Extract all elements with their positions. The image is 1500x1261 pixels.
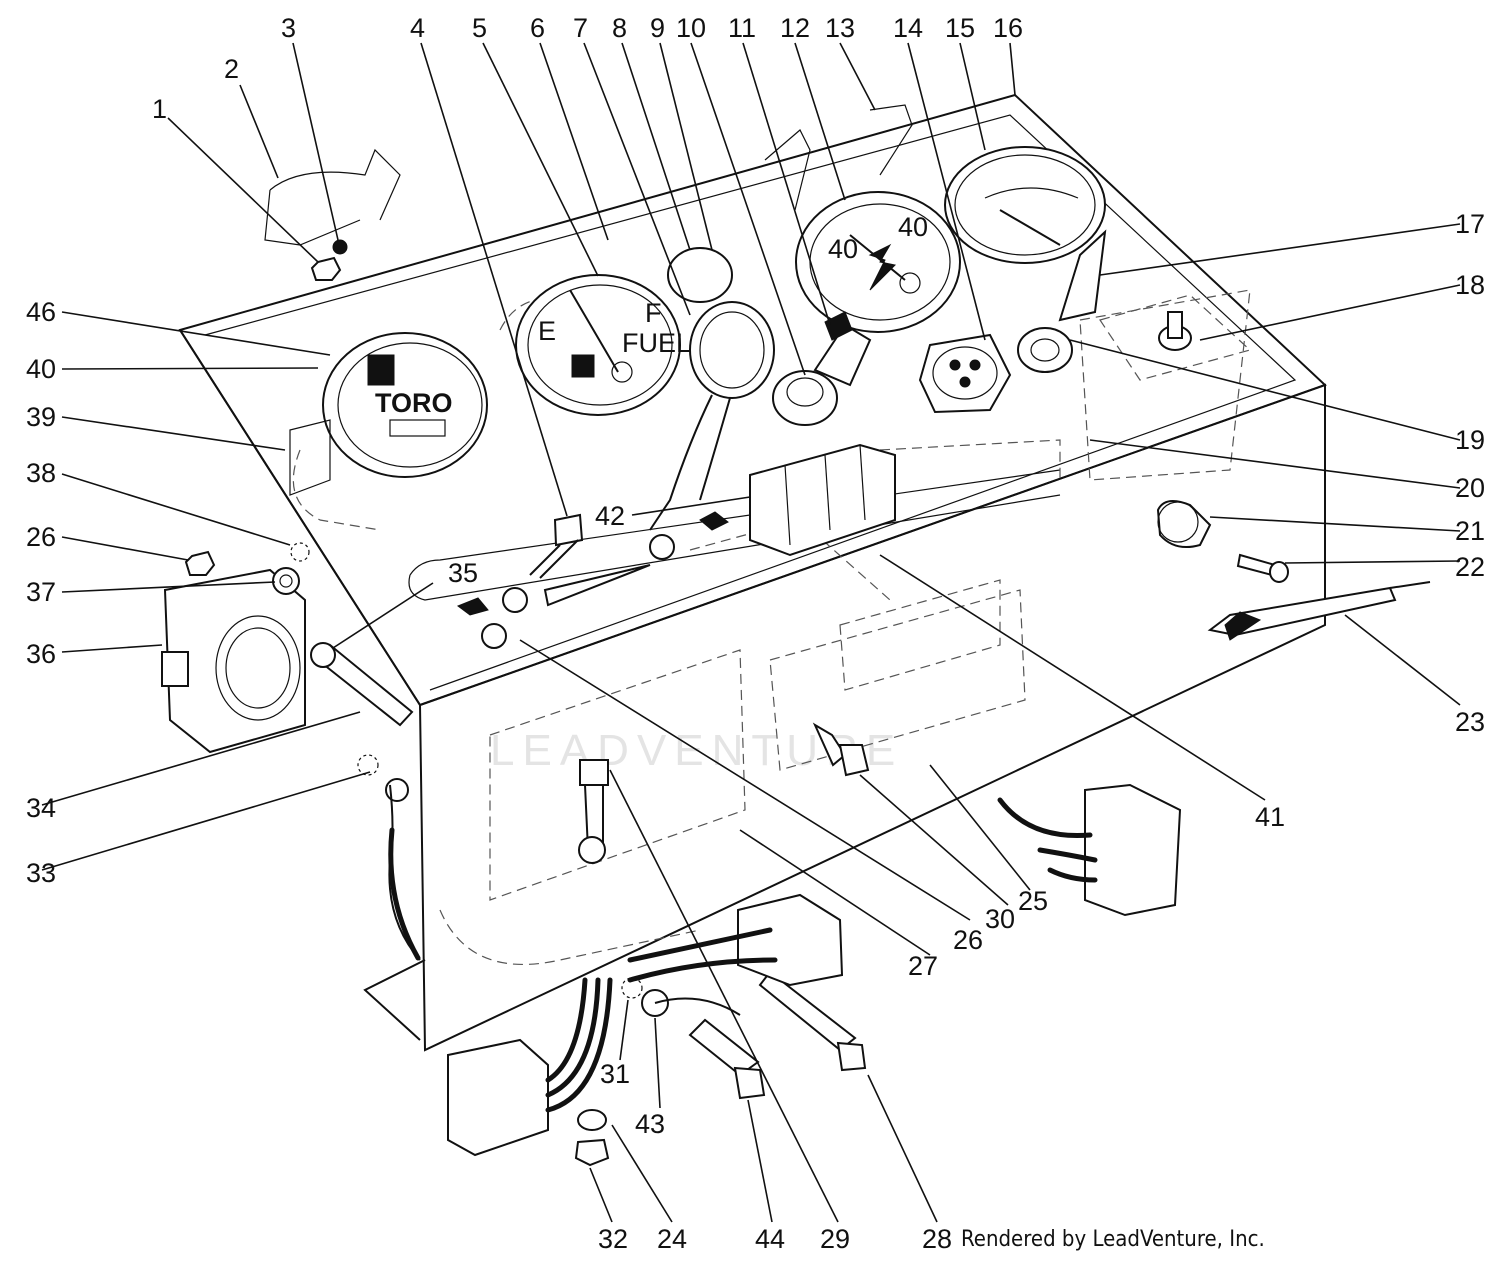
- callout-5: 5: [472, 13, 487, 43]
- callout-28: 28: [922, 1224, 952, 1254]
- callout-31: 31: [600, 1059, 630, 1089]
- ignition-switch: [772, 311, 872, 426]
- callout-9: 9: [650, 13, 665, 43]
- callout-42: 42: [595, 501, 625, 531]
- callout-36: 36: [26, 639, 56, 669]
- callout-13: 13: [825, 13, 855, 43]
- callout-12: 12: [780, 13, 810, 43]
- callout-labels: 1 2 3 4 5 6 7 8 9 10 11 12 13 14 15 16 1…: [26, 13, 1485, 1254]
- hour-meter-brand: TORO: [375, 388, 453, 418]
- callout-27: 27: [908, 951, 938, 981]
- callout-3: 3: [281, 13, 296, 43]
- bolts: [529, 513, 1289, 1100]
- hour-meter-gauge: TORO: [289, 332, 488, 496]
- callout-18: 18: [1455, 270, 1485, 300]
- relay-block: [749, 443, 896, 557]
- callout-1: 1: [152, 94, 167, 124]
- callout-16: 16: [993, 13, 1023, 43]
- fuel-full-mark: F: [645, 298, 662, 328]
- alarm-buzzer: [161, 568, 306, 754]
- temperature-gauge: [944, 146, 1106, 264]
- callout-11: 11: [728, 13, 756, 43]
- callout-30: 30: [985, 904, 1015, 934]
- fuel-empty-mark: E: [538, 316, 556, 346]
- callout-4: 4: [410, 13, 425, 43]
- leader-lines: [41, 42, 1461, 1223]
- callout-25: 25: [1018, 886, 1048, 916]
- callout-38: 38: [26, 458, 56, 488]
- ammeter-right-mark: 40: [898, 212, 928, 242]
- callout-44: 44: [755, 1224, 785, 1254]
- callout-34: 34: [26, 793, 56, 823]
- callout-20: 20: [1455, 473, 1485, 503]
- throttle-knob: [1017, 229, 1107, 373]
- callout-10: 10: [676, 13, 706, 43]
- small-decals: [456, 511, 729, 616]
- callout-32: 32: [598, 1224, 628, 1254]
- pivot-pin: [310, 642, 414, 727]
- callout-7: 7: [573, 13, 588, 43]
- callout-17: 17: [1455, 209, 1485, 239]
- knob: [1156, 500, 1212, 548]
- callout-6: 6: [530, 13, 545, 43]
- callout-35: 35: [448, 558, 478, 588]
- callout-46: 46: [26, 297, 56, 327]
- callout-23: 23: [1455, 707, 1485, 737]
- nuts-and-washers: [184, 239, 675, 1167]
- callout-26-right: 26: [953, 925, 983, 955]
- fuel-gauge: FUEL E F: [515, 274, 691, 416]
- callout-8: 8: [612, 13, 627, 43]
- callout-19: 19: [1455, 425, 1485, 455]
- throttle-cable: [1207, 581, 1431, 641]
- callout-14: 14: [893, 13, 923, 43]
- callout-21: 21: [1455, 516, 1485, 546]
- callout-33: 33: [26, 858, 56, 888]
- toggle-switch: [1099, 294, 1252, 381]
- callout-22: 22: [1455, 552, 1485, 582]
- callout-29: 29: [820, 1224, 850, 1254]
- callout-40: 40: [26, 354, 56, 384]
- wire-harness: [388, 783, 1182, 1157]
- ammeter-gauge: 40 40: [795, 191, 961, 333]
- dash-panel: [178, 93, 1327, 1052]
- warning-light-assembly: [649, 247, 775, 531]
- callout-24: 24: [657, 1224, 687, 1254]
- callout-37: 37: [26, 577, 56, 607]
- callout-15: 15: [945, 13, 975, 43]
- callout-43: 43: [635, 1109, 665, 1139]
- ammeter-left-mark: 40: [828, 234, 858, 264]
- callout-39: 39: [26, 402, 56, 432]
- fuel-label: FUEL: [622, 328, 691, 358]
- callout-41: 41: [1255, 802, 1285, 832]
- callout-2: 2: [224, 54, 239, 84]
- render-credit: Rendered by LeadVenture, Inc.: [961, 1227, 1265, 1252]
- callout-26-left: 26: [26, 522, 56, 552]
- round-connector: [918, 333, 1012, 414]
